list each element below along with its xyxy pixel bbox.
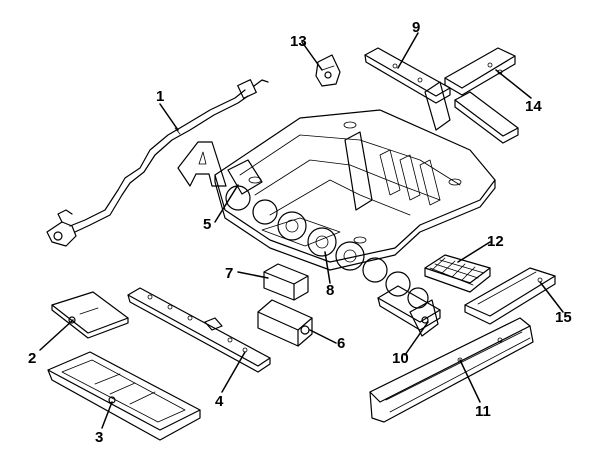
callout-3: 3 (95, 429, 103, 446)
callout-6: 6 (337, 335, 345, 352)
part-11-sill-panel (369, 317, 534, 423)
part-4-side-rail (127, 287, 271, 373)
callout-14: 14 (525, 98, 542, 115)
callout-7: 7 (225, 265, 233, 282)
callout-8: 8 (326, 282, 334, 299)
callout-5: 5 (203, 216, 211, 233)
callout-12: 12 (487, 233, 504, 250)
part-6-bracket-box (257, 299, 313, 347)
part-10-support-bracket (377, 285, 441, 337)
callout-13: 13 (290, 33, 307, 50)
part-12-mesh-panel (424, 254, 491, 293)
callout-labels: 1 2 3 4 5 6 7 8 9 10 11 12 13 14 15 (28, 19, 572, 446)
leader-lines (39, 32, 564, 429)
floor-pan-assembly (214, 109, 496, 271)
part-14-rear-rail (444, 47, 519, 144)
callout-9: 9 (412, 19, 420, 36)
part-13-mount-bracket (315, 54, 341, 87)
part-15-side-member (464, 267, 556, 325)
callout-2: 2 (28, 350, 36, 367)
part-7-small-block (263, 263, 309, 301)
part-2-cover-plate (51, 291, 129, 339)
part-1-cable-rod (46, 79, 269, 247)
callout-15: 15 (555, 309, 572, 326)
part-9-rear-crossmember (364, 47, 451, 131)
callout-1: 1 (156, 88, 164, 105)
callout-4: 4 (215, 393, 224, 410)
callout-11: 11 (475, 403, 491, 420)
watermark (177, 141, 429, 309)
part-3-storage-tray (47, 351, 201, 441)
callout-10: 10 (392, 350, 409, 367)
